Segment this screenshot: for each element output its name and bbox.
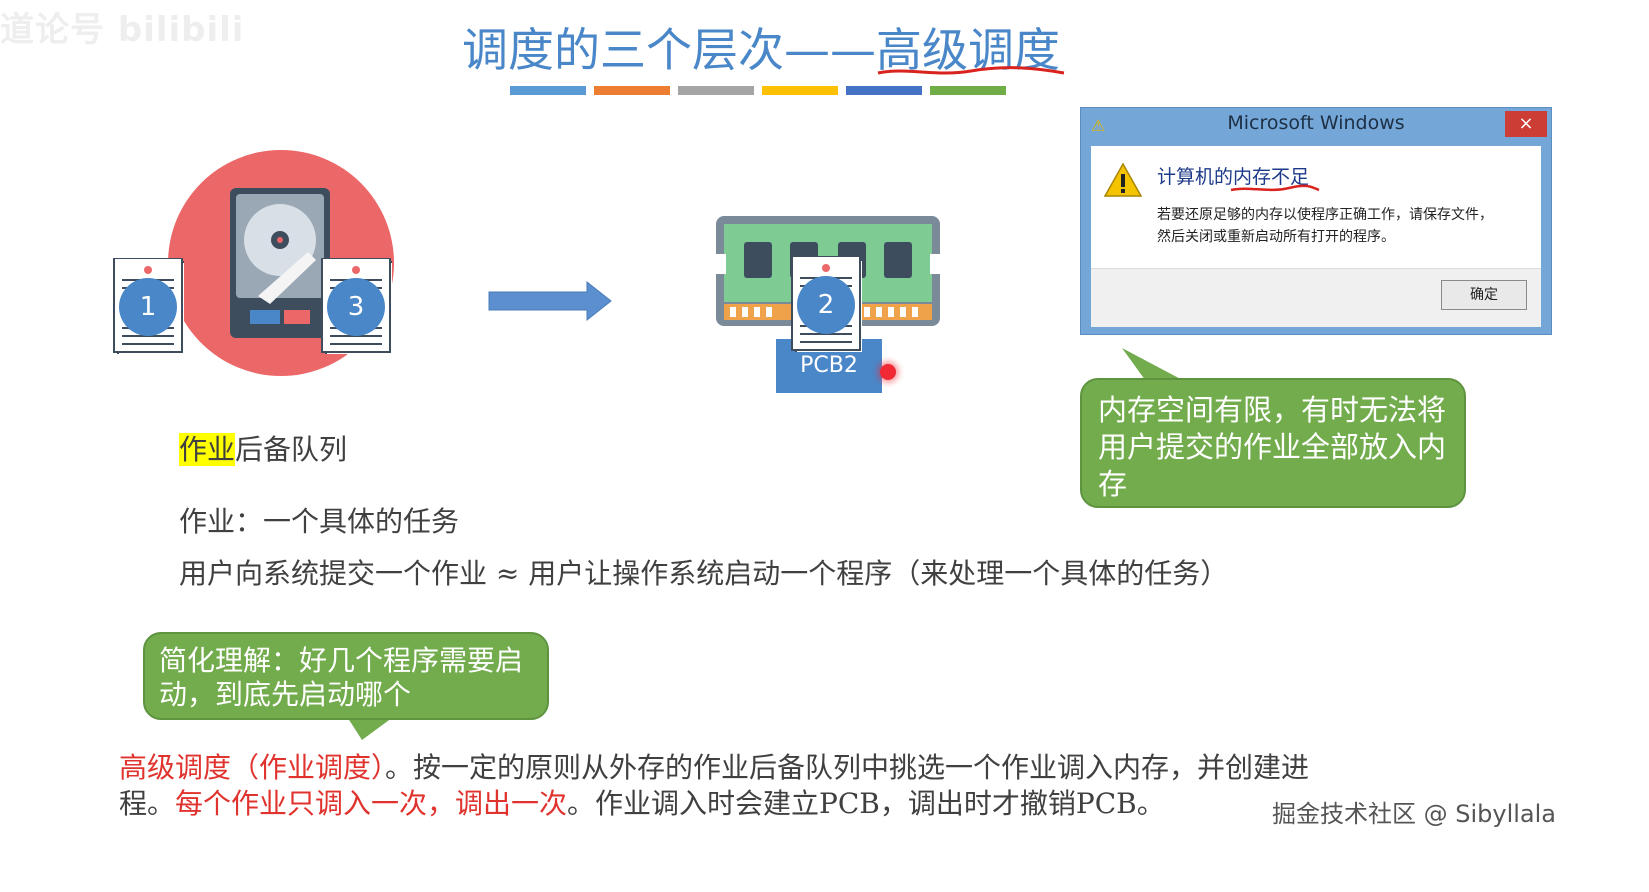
ok-button[interactable]: 确定 bbox=[1441, 280, 1527, 310]
dialog-body: 计算机的内存不足 若要还原足够的内存以使程序正确工作，请保存文件， 然后关闭或重… bbox=[1091, 146, 1541, 327]
red-underline bbox=[1230, 184, 1320, 192]
laser-pointer-dot bbox=[880, 364, 896, 380]
right-arrow-icon bbox=[488, 280, 612, 322]
close-button[interactable]: × bbox=[1505, 111, 1547, 137]
job-queue-label: 作业后备队列 bbox=[179, 433, 348, 466]
dialog-message-highlight: 内存不足 bbox=[1230, 166, 1320, 192]
title-color-bar bbox=[762, 86, 838, 95]
windows-dialog: ⚠ Microsoft Windows × 计算机的内存不足 若要还原足够的内存… bbox=[1080, 107, 1552, 335]
callout-pointer bbox=[1122, 348, 1190, 384]
simplify-callout: 简化理解：好几个程序需要启动，到底先启动哪个 bbox=[143, 632, 549, 720]
summary-line-2: 程。每个作业只调入一次，调出一次。作业调入时会建立PCB，调出时才撤销PCB。 bbox=[119, 787, 1165, 820]
warning-icon bbox=[1103, 162, 1143, 197]
title-color-bar bbox=[510, 86, 586, 95]
credit-watermark: 掘金技术社区 @ Sibyllala bbox=[1272, 800, 1557, 828]
job-number-2: 2 bbox=[797, 276, 855, 334]
title-color-bar bbox=[846, 86, 922, 95]
job-submit-explanation: 用户向系统提交一个作业 ≈ 用户让操作系统启动一个程序（来处理一个具体的任务） bbox=[179, 557, 1229, 590]
job-number-3: 3 bbox=[327, 278, 385, 336]
dialog-title: Microsoft Windows bbox=[1227, 112, 1405, 134]
dialog-message: 计算机的内存不足 bbox=[1157, 162, 1320, 192]
title-color-bar bbox=[930, 86, 1006, 95]
memory-limit-callout: 内存空间有限，有时无法将用户提交的作业全部放入内存 bbox=[1080, 378, 1466, 508]
title-color-bar bbox=[678, 86, 754, 95]
watermark: 道论号 bilibili bbox=[0, 10, 245, 50]
summary-line-1: 高级调度（作业调度）。按一定的原则从外存的作业后备队列中挑选一个作业调入内存，并… bbox=[119, 751, 1310, 784]
dialog-description: 若要还原足够的内存以使程序正确工作，请保存文件， 然后关闭或重新启动所有打开的程… bbox=[1157, 207, 1493, 245]
red-underline bbox=[877, 66, 1065, 75]
job-number-1: 1 bbox=[119, 278, 177, 336]
warning-icon-small: ⚠ bbox=[1091, 116, 1106, 135]
title-prefix: 调度的三个层次—— bbox=[462, 23, 876, 77]
hard-disk-platter-icon bbox=[236, 194, 324, 324]
title-emphasis: 高级调度 bbox=[876, 23, 1065, 77]
page-title: 调度的三个层次——高级调度 bbox=[462, 14, 1065, 80]
title-color-bar bbox=[594, 86, 670, 95]
job-definition: 作业：一个具体的任务 bbox=[179, 505, 460, 538]
